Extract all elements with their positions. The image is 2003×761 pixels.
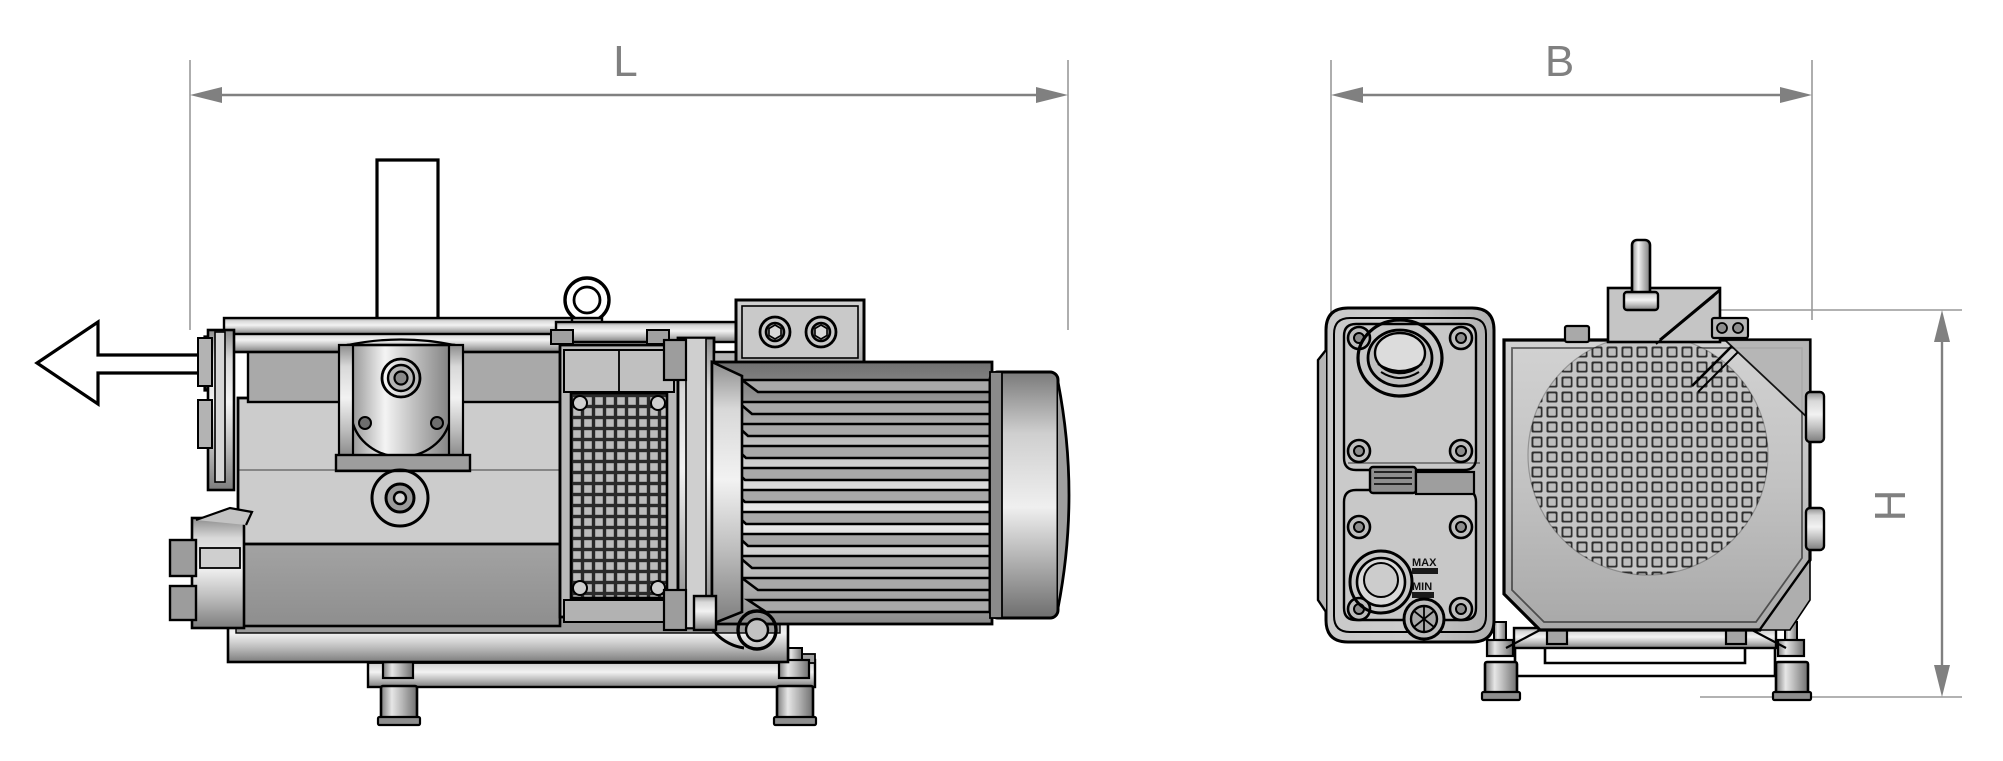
oil-drain-plug xyxy=(1402,597,1446,641)
oil-level-max-label: MAX xyxy=(1412,557,1437,569)
exhaust-stack xyxy=(1563,238,1750,393)
end-vibration-foot-right xyxy=(1751,621,1813,702)
oil-level-min-label: MIN xyxy=(1412,581,1432,593)
oil-level-marks xyxy=(1412,568,1438,598)
dimension-H: H xyxy=(1700,309,1962,698)
exhaust-filter-grille xyxy=(558,343,680,623)
motor-cooling-fins xyxy=(710,359,994,626)
inlet-flange-end xyxy=(1356,318,1444,398)
inlet-flange-stack xyxy=(197,328,236,492)
fan-cover-grille xyxy=(1527,334,1769,576)
pump-body-end xyxy=(1502,334,1826,632)
arrowhead-right xyxy=(1780,87,1812,103)
terminal-box-bolt-left xyxy=(758,315,792,349)
gas-ballast-housing: MAX MIN xyxy=(1316,306,1496,644)
dimension-label-B: B xyxy=(1545,37,1575,86)
dimension-label-L: L xyxy=(613,37,638,86)
side-view xyxy=(168,276,1071,727)
oil-sight-glass: MAX MIN xyxy=(1348,549,1438,615)
gas-ballast-valve xyxy=(168,506,254,630)
side-pad-right xyxy=(1804,390,1826,552)
arrowhead-left xyxy=(190,87,222,103)
coupling-detail xyxy=(692,594,778,651)
dimension-L: L xyxy=(189,37,1069,330)
arrowhead-top xyxy=(1934,310,1950,342)
arrowhead-bottom xyxy=(1934,665,1950,697)
motor-fan-cover xyxy=(988,370,1071,620)
arrowhead-right xyxy=(1036,87,1068,103)
housing-bolts xyxy=(1346,325,1474,622)
dimension-label-H: H xyxy=(1866,489,1915,522)
oil-separator-cover xyxy=(334,338,472,473)
terminal-box-bolt-right xyxy=(804,315,838,349)
mid-valve-block xyxy=(1348,462,1480,496)
top-cover-bar xyxy=(550,320,758,345)
end-vibration-foot-left xyxy=(1480,621,1541,702)
dimension-B: B xyxy=(1330,37,1813,320)
side-panel-lines xyxy=(238,398,562,626)
vibration-foot-right xyxy=(772,647,818,727)
inspection-port xyxy=(370,468,430,528)
arrowhead-left xyxy=(1331,87,1363,103)
end-view: MAX MIN xyxy=(1316,238,1826,702)
